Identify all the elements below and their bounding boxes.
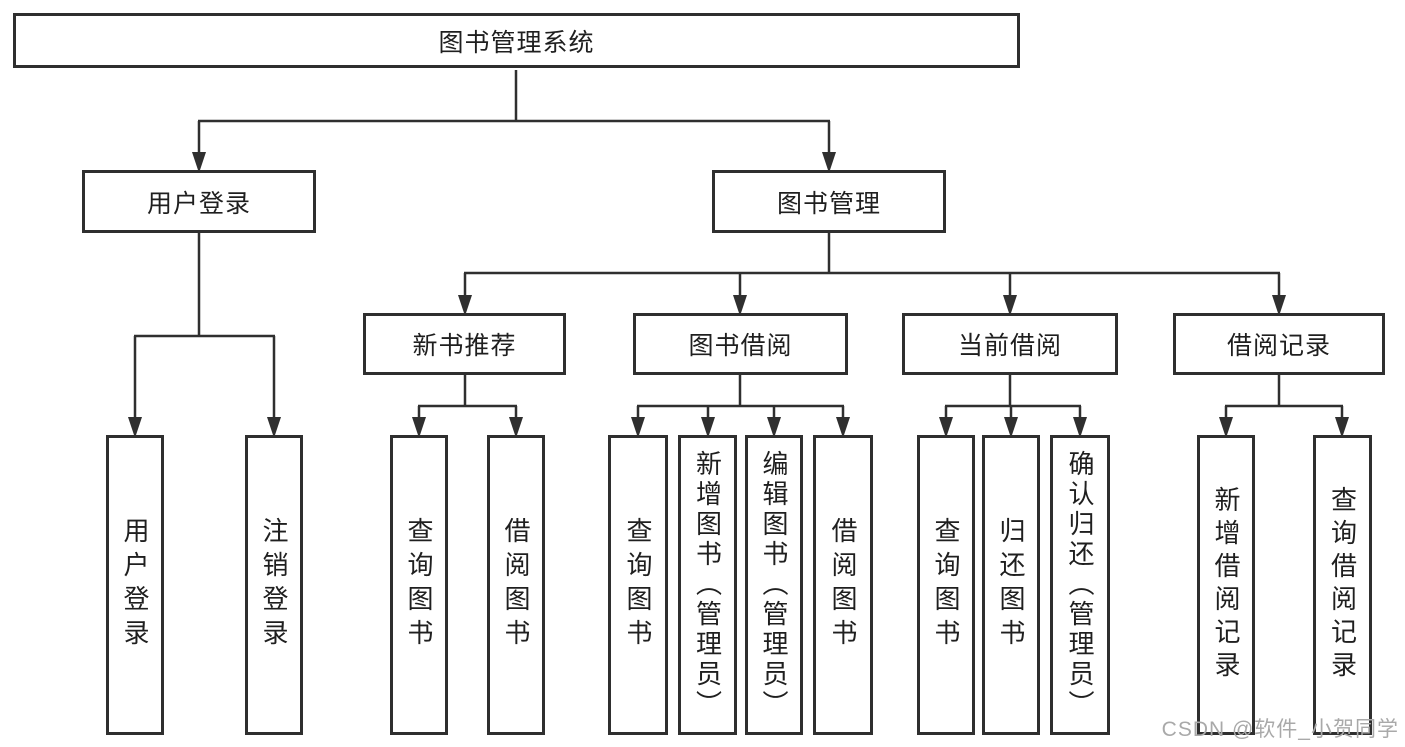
arrow-down-icon [192,152,206,173]
arrow-down-icon [701,417,715,438]
arrow-down-icon [1004,417,1018,438]
leaf-query-books-borrowing-label: 查询图书 [623,517,653,653]
arrow-down-icon [733,295,747,316]
leaf-borrow-books-recommend-label: 借阅图书 [501,517,531,653]
leaf-confirm-return-admin: 确认归还（管理员） [1050,435,1110,735]
leaf-borrow-books-borrowing-label: 借阅图书 [828,517,858,653]
leaf-edit-book-admin: 编辑图书（管理员） [745,435,803,735]
leaf-query-books-borrowing: 查询图书 [608,435,668,735]
arrow-down-icon [767,417,781,438]
leaf-user-login: 用户登录 [106,435,164,735]
leaf-add-book-admin: 新增图书（管理员） [678,435,737,735]
arrow-down-icon [128,417,142,438]
node-user-login: 用户登录 [82,170,316,233]
leaf-logout: 注销登录 [245,435,303,735]
node-borrowing-records-label: 借阅记录 [1226,332,1331,360]
node-current-borrowing: 当前借阅 [902,313,1118,375]
leaf-query-books-current-label: 查询图书 [931,517,961,653]
leaf-return-books-label: 归还图书 [996,517,1026,653]
leaf-query-borrow-record-label: 查询借阅记录 [1327,486,1358,684]
arrow-down-icon [1003,295,1017,316]
arrow-down-icon [631,417,645,438]
leaf-add-borrow-record: 新增借阅记录 [1197,435,1255,735]
arrow-down-icon [1219,417,1233,438]
arrow-down-icon [509,417,523,438]
node-user-login-label: 用户登录 [146,189,251,218]
leaf-query-books-recommend: 查询图书 [390,435,448,735]
arrow-down-icon [822,152,836,173]
node-root: 图书管理系统 [13,13,1020,68]
node-book-borrowing: 图书借阅 [633,313,848,375]
arrow-down-icon [836,417,850,438]
node-new-book-recommend-label: 新书推荐 [412,332,517,360]
leaf-borrow-books-borrowing: 借阅图书 [813,435,873,735]
leaf-borrow-books-recommend: 借阅图书 [487,435,545,735]
leaf-logout-label: 注销登录 [259,517,289,653]
node-root-label: 图书管理系统 [438,28,595,57]
leaf-add-book-admin-label: 新增图书（管理员） [692,450,723,720]
arrow-down-icon [1272,295,1286,316]
arrow-down-icon [267,417,281,438]
leaf-add-borrow-record-label: 新增借阅记录 [1211,486,1241,684]
arrowhead-down-icons [128,152,1349,438]
leaf-query-books-recommend-label: 查询图书 [404,517,434,653]
node-borrowing-records: 借阅记录 [1173,313,1385,375]
leaf-edit-book-admin-label: 编辑图书（管理员） [759,450,789,720]
node-book-management-label: 图书管理 [776,189,881,218]
arrow-down-icon [1335,417,1349,438]
leaf-confirm-return-admin-label: 确认归还（管理员） [1065,450,1095,720]
leaf-query-books-current: 查询图书 [917,435,975,735]
node-new-book-recommend: 新书推荐 [363,313,566,375]
watermark: CSDN @软件_小贺同学 [1161,718,1399,741]
leaf-query-borrow-record: 查询借阅记录 [1313,435,1372,735]
arrow-down-icon [458,295,472,316]
node-current-borrowing-label: 当前借阅 [957,332,1062,360]
leaf-user-login-label: 用户登录 [120,517,150,653]
connector-edges [133,70,1344,419]
node-book-management: 图书管理 [712,170,946,233]
arrow-down-icon [1073,417,1087,438]
arrow-down-icon [412,417,426,438]
arrow-down-icon [939,417,953,438]
leaf-return-books: 归还图书 [982,435,1040,735]
node-book-borrowing-label: 图书借阅 [688,332,793,360]
